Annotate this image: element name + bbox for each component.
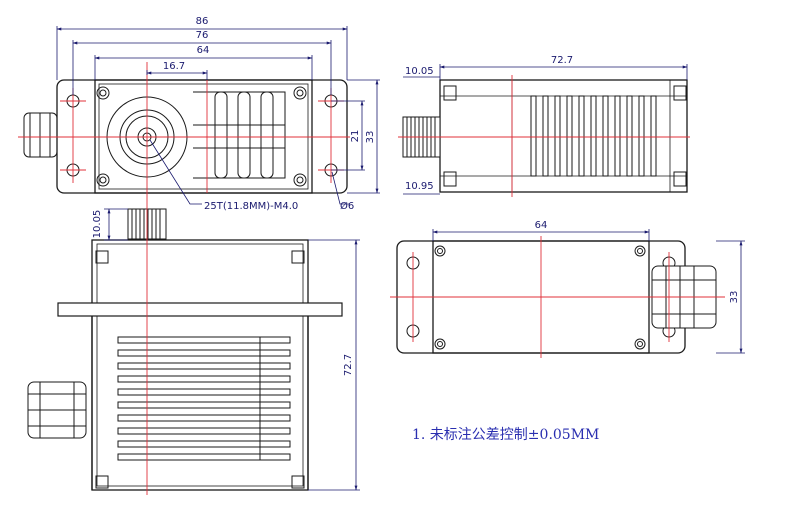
top-hole-pitch-label: 21 [350, 130, 361, 143]
side-body-outline [439, 79, 688, 193]
top-body-outline [94, 79, 313, 194]
bottom-centerlines [390, 236, 725, 358]
side-dimension-lines [403, 64, 688, 195]
hole-diameter-label: Ø6 [340, 200, 354, 212]
front-view: 10.05 72.7 [27, 205, 360, 495]
front-cable-gland [27, 381, 87, 439]
top-cable-gland [23, 112, 58, 158]
front-corner-tabs [95, 250, 305, 489]
side-spline-top-label: 10.05 [405, 66, 434, 77]
front-dimension-lines [104, 208, 360, 491]
top-mounting-plate [56, 79, 348, 194]
top-body-inner [98, 83, 309, 190]
front-spline-height-label: 10.05 [92, 210, 103, 239]
bottom-dimension-lines [432, 229, 745, 354]
top-heatsink-fins [193, 91, 285, 179]
bottom-body-width-label: 64 [535, 220, 548, 231]
front-body-outline [91, 239, 309, 491]
front-length-label: 72.7 [343, 354, 354, 376]
side-view: 72.7 10.05 10.95 [398, 55, 690, 197]
top-body-width-label: 64 [197, 45, 210, 56]
side-length-label: 72.7 [551, 55, 573, 66]
top-hole-spacing-label: 76 [196, 30, 209, 41]
top-spline-offset-label: 16.7 [163, 61, 185, 72]
top-corner-screws [96, 86, 307, 187]
top-overall-width-label: 86 [196, 16, 209, 27]
side-centerlines [398, 75, 690, 197]
side-spline-bottom-label: 10.95 [405, 181, 434, 192]
top-dimension-lines [56, 26, 380, 205]
top-view: 86 76 64 16.7 33 21 25T(11.8MM)-M4.0 Ø6 [18, 16, 380, 212]
side-mount-tabs [443, 85, 687, 187]
bottom-height-label: 33 [729, 291, 740, 304]
spline-callout-label: 25T(11.8MM)-M4.0 [204, 201, 298, 212]
top-centerlines [18, 62, 350, 205]
bottom-view: 64 33 [390, 220, 745, 358]
tolerance-note: 1. 未标注公差控制±0.05MM [412, 427, 600, 443]
front-mounting-flange [57, 302, 343, 317]
side-vent-slots [530, 95, 657, 177]
front-vent-slots [117, 336, 291, 461]
top-heatsink-frame [193, 91, 286, 179]
top-height-label: 33 [365, 131, 376, 144]
